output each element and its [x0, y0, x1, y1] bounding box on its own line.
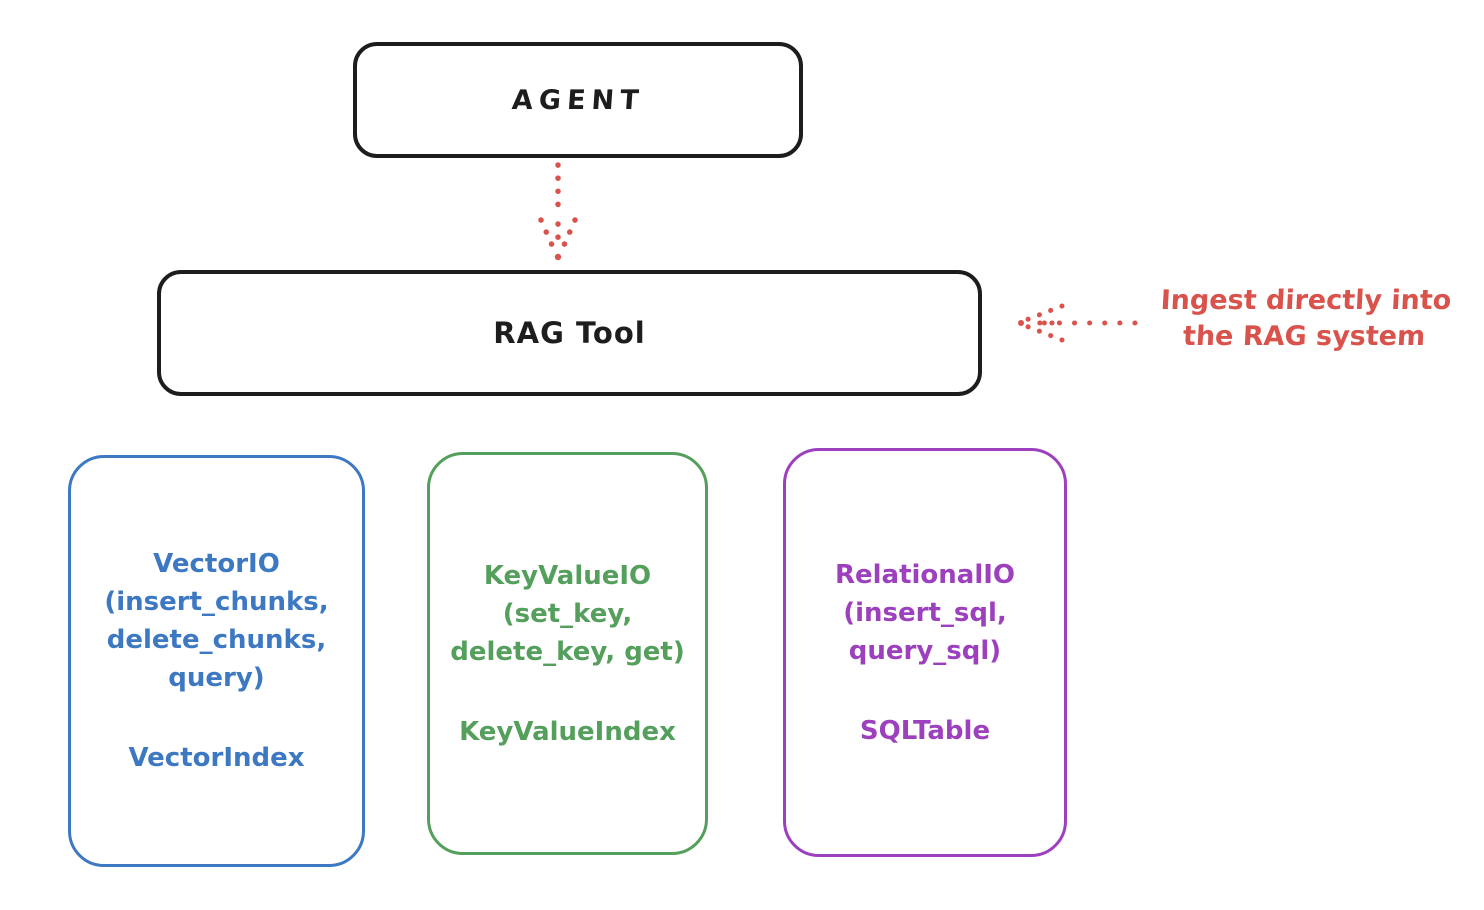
vector-io-line: delete_chunks, [106, 625, 327, 655]
keyvalue-io-title: KeyValueIO [483, 560, 652, 591]
vector-io-title: VectorIO [153, 549, 280, 579]
keyvalue-io-box: KeyValueIO (set_key, delete_key, get) Ke… [427, 452, 708, 855]
keyvalue-index-label: KeyValueIndex [459, 716, 676, 747]
ingest-annotation: Ingest directly into the RAG system [1138, 283, 1472, 355]
keyvalue-io-line: delete_key, get) [450, 636, 685, 667]
relational-io-line: (insert_sql, [843, 597, 1007, 628]
keyvalue-io-methods: KeyValueIO (set_key, delete_key, get) [450, 557, 685, 671]
relational-io-line: query_sql) [848, 635, 1002, 666]
dotted-down-arrow-icon [538, 162, 578, 261]
vector-io-line: query) [168, 663, 265, 693]
ingest-annotation-line2: the RAG system [1182, 321, 1426, 352]
agent-box-label: AGENT [510, 84, 646, 116]
agent-box: AGENT [353, 42, 803, 158]
vector-index-label: VectorIndex [128, 743, 305, 773]
ingest-annotation-line1: Ingest directly into [1159, 285, 1453, 316]
sql-table-label: SQLTable [859, 715, 991, 746]
vector-io-line: (insert_chunks, [104, 587, 329, 617]
rag-tool-box-label: RAG Tool [493, 316, 646, 350]
relational-io-box: RelationalIO (insert_sql, query_sql) SQL… [783, 448, 1067, 857]
vector-io-box: VectorIO (insert_chunks, delete_chunks, … [68, 455, 365, 867]
dotted-left-arrow-icon [1018, 303, 1138, 343]
vector-io-methods: VectorIO (insert_chunks, delete_chunks, … [104, 545, 328, 697]
relational-io-title: RelationalIO [834, 559, 1016, 590]
relational-io-methods: RelationalIO (insert_sql, query_sql) [835, 556, 1015, 670]
rag-tool-box: RAG Tool [157, 270, 982, 396]
keyvalue-io-line: (set_key, [502, 598, 633, 629]
